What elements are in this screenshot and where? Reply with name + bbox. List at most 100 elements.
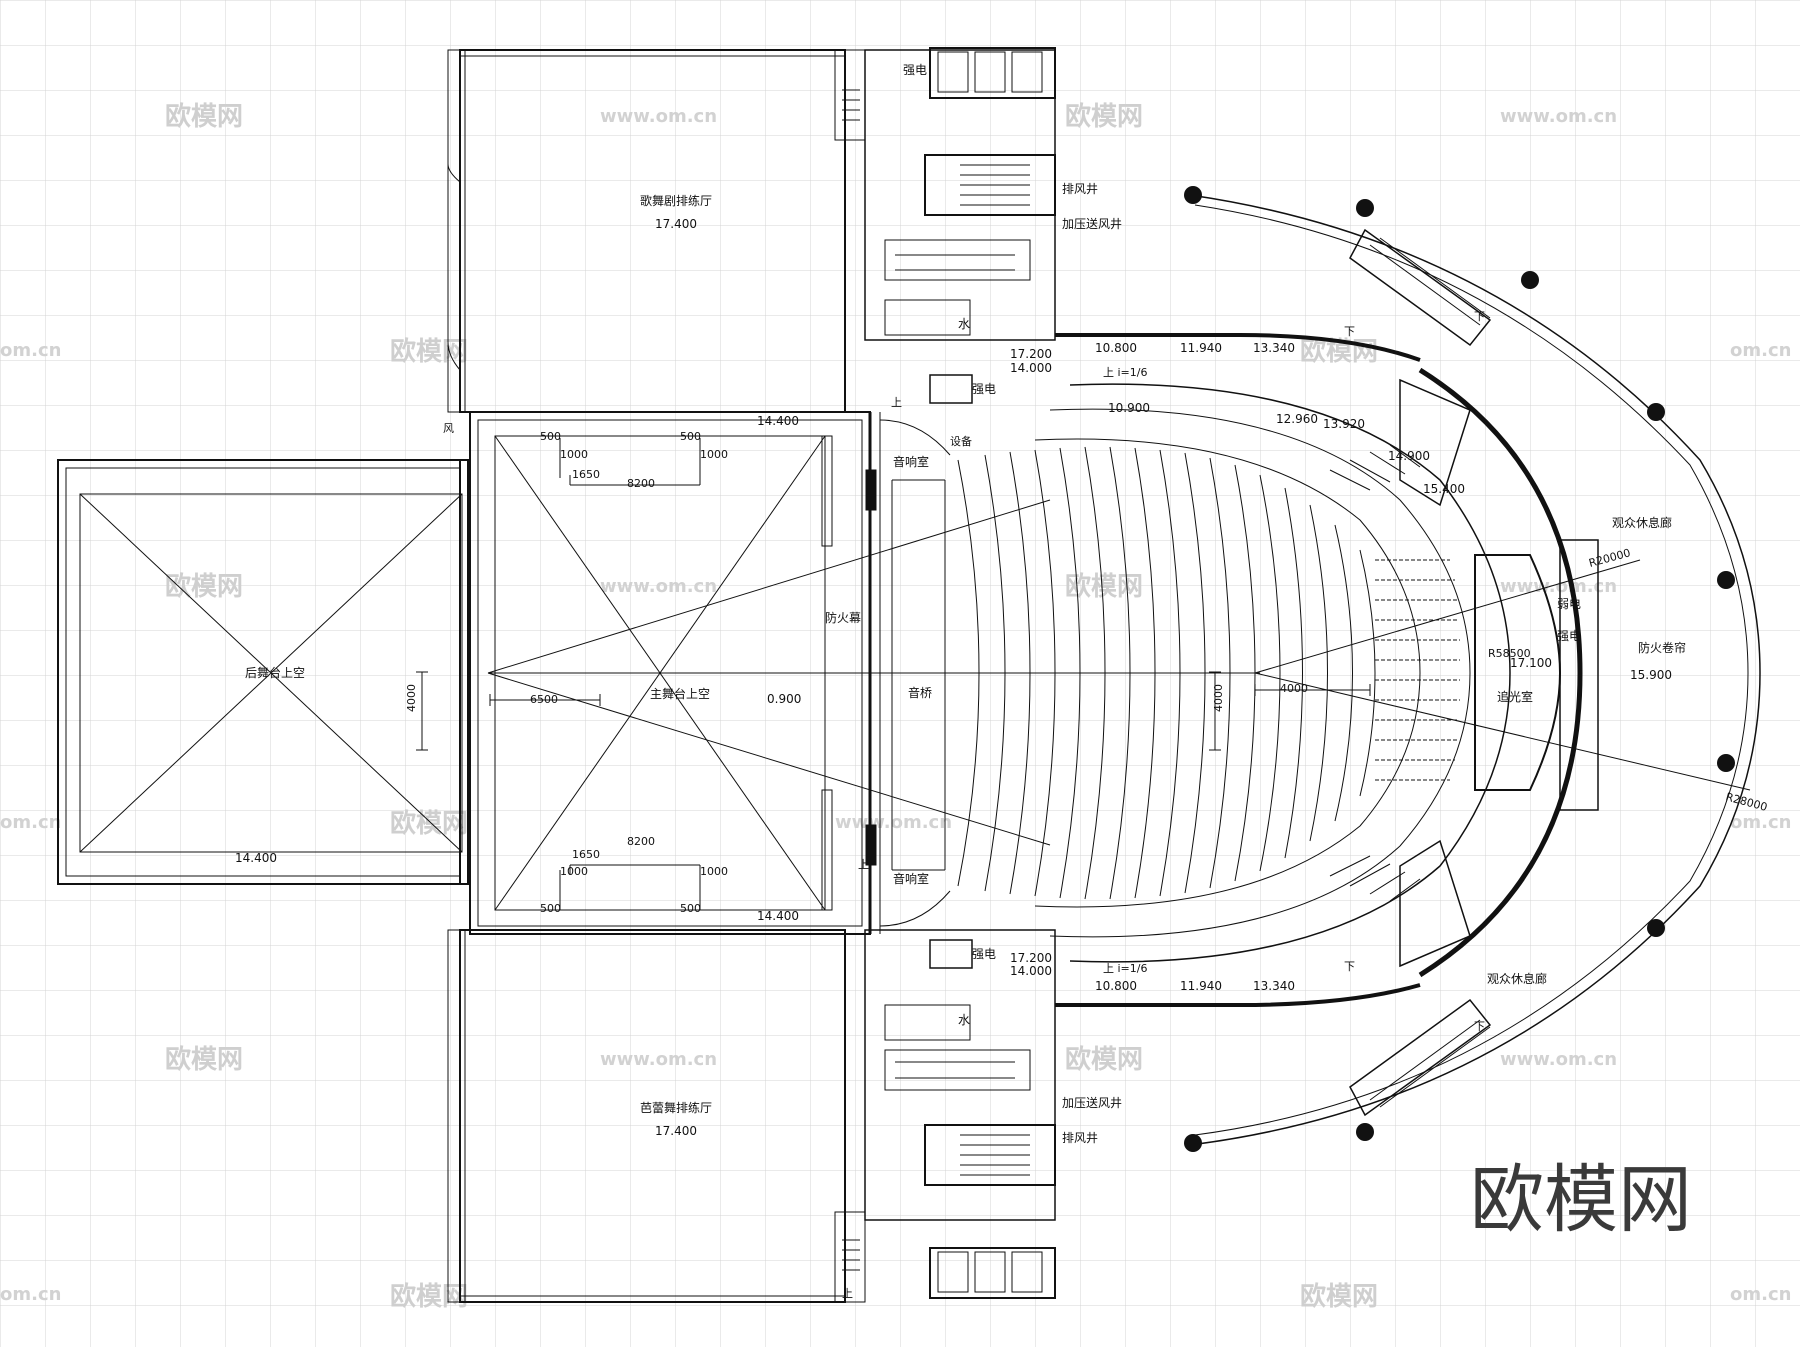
watermark-url: om.cn — [1730, 812, 1791, 833]
dim-1000: 1000 — [560, 448, 588, 461]
level-lower-a: 17.200 — [1010, 951, 1052, 965]
level-balcony-3: 13.340 — [1253, 979, 1295, 993]
watermark-url: om.cn — [0, 812, 61, 833]
down-mark: 下 — [1344, 325, 1355, 338]
level-opera-rehearsal: 17.400 — [655, 217, 697, 231]
room-labels: 歌舞剧排练厅 芭蕾舞排练厅 后舞台上空 主舞台上空 防火幕 音桥 音响室 音响室… — [245, 63, 1686, 1145]
watermark-brand: 欧模网 — [390, 808, 468, 839]
column-dot — [1356, 199, 1374, 217]
watermark-url: om.cn — [1730, 1284, 1791, 1305]
label-sound-room: 音响室 — [893, 871, 929, 886]
watermark-url: www.om.cn — [600, 1049, 717, 1070]
label-fire-shutter: 防火卷帘 — [1638, 640, 1686, 655]
level-main-stage-center: 0.900 — [767, 692, 801, 706]
wind-mark: 风 — [443, 422, 454, 435]
watermark-url: www.om.cn — [1500, 106, 1617, 127]
slope-mark: 上 i=1/6 — [1103, 962, 1147, 975]
level-balcony-3: 13.340 — [1253, 341, 1295, 355]
dim-1000: 1000 — [560, 865, 588, 878]
level-balcony-2: 11.940 — [1180, 341, 1222, 355]
level-upper-b: 14.000 — [1010, 361, 1052, 375]
dim-4000: 4000 — [1280, 682, 1308, 695]
dim-500: 500 — [680, 902, 701, 915]
label-opera-rehearsal: 歌舞剧排练厅 — [640, 193, 712, 208]
device-mark: 设备 — [950, 434, 972, 448]
label-strong-power: 强电 — [972, 947, 996, 961]
label-audience-lounge: 观众休息廊 — [1487, 971, 1547, 986]
label-main-stage: 主舞台上空 — [650, 686, 710, 701]
label-water: 水 — [958, 1013, 970, 1027]
label-exhaust-shaft: 排风井 — [1062, 1131, 1098, 1145]
level-main-stage-top: 14.400 — [757, 414, 799, 428]
dim-1000: 1000 — [700, 448, 728, 461]
level-tier-e: 15.400 — [1423, 482, 1465, 496]
column-dot — [1717, 571, 1735, 589]
auditorium — [879, 333, 1599, 1007]
level-ballet-rehearsal: 17.400 — [655, 1124, 697, 1138]
label-strong-power: 强电 — [903, 63, 927, 77]
level-tier-b: 12.960 — [1276, 412, 1318, 426]
column-dot — [1647, 403, 1665, 421]
label-rear-stage: 后舞台上空 — [245, 665, 305, 680]
dim-500: 500 — [540, 902, 561, 915]
level-balcony-1: 10.800 — [1095, 979, 1137, 993]
watermark-brand: 欧模网 — [165, 571, 243, 602]
down-mark: 下 — [1474, 1020, 1485, 1033]
level-upper-a: 17.200 — [1010, 347, 1052, 361]
down-mark: 下 — [1344, 960, 1355, 973]
watermark-brand: 欧模网 — [1065, 101, 1143, 132]
column-dot — [1184, 1134, 1202, 1152]
label-exhaust-shaft: 排风井 — [1062, 182, 1098, 196]
label-audience-lounge: 观众休息廊 — [1612, 515, 1672, 530]
up-mark: 上 — [891, 396, 902, 409]
column-dot — [1521, 271, 1539, 289]
label-fire-curtain: 防火幕 — [825, 610, 861, 625]
level-rear-stage: 14.400 — [235, 851, 277, 865]
level-tier-c: 13.920 — [1323, 417, 1365, 431]
dim-8200: 8200 — [627, 835, 655, 848]
column-dot — [1647, 919, 1665, 937]
watermark-url: www.om.cn — [600, 106, 717, 127]
down-mark: 下 — [1474, 310, 1485, 323]
label-strong-power: 强电 — [1557, 629, 1581, 643]
radius-58500: R58500 — [1488, 647, 1531, 660]
column-dot — [1717, 754, 1735, 772]
label-pressurized-shaft: 加压送风井 — [1062, 216, 1122, 231]
watermark-url: www.om.cn — [1500, 576, 1617, 597]
annotations: 上 上 上 下 下 下 下 上 i=1/6 上 i=1/6 风 设备 — [443, 310, 1485, 1300]
watermark-url: www.om.cn — [835, 812, 952, 833]
label-pressurized-shaft: 加压送风井 — [1062, 1095, 1122, 1110]
level-followspot: 17.100 — [1510, 656, 1552, 670]
label-water: 水 — [958, 317, 970, 331]
dim-500: 500 — [540, 430, 561, 443]
dim-500: 500 — [680, 430, 701, 443]
dim-6500: 6500 — [530, 693, 558, 706]
watermarks: 欧模网 www.om.cn 欧模网 www.om.cn om.cn 欧模网 欧模… — [0, 101, 1791, 1312]
rear-stage — [57, 459, 471, 885]
dim-8200: 8200 — [627, 477, 655, 490]
level-lounge: 15.900 — [1630, 668, 1672, 682]
label-weak-power: 弱电 — [1557, 597, 1581, 611]
up-mark: 上 — [842, 1287, 853, 1300]
watermark-url: om.cn — [0, 1284, 61, 1305]
label-sound-bridge: 音桥 — [908, 685, 932, 700]
watermark-brand: 欧模网 — [1065, 1044, 1143, 1075]
level-lower-b: 14.000 — [1010, 964, 1052, 978]
dim-1650: 1650 — [572, 468, 600, 481]
watermark-brand: 欧模网 — [390, 336, 468, 367]
watermark-url: www.om.cn — [600, 576, 717, 597]
dim-1650: 1650 — [572, 848, 600, 861]
level-balcony-1: 10.800 — [1095, 341, 1137, 355]
dim-4000: 4000 — [405, 684, 418, 712]
level-balcony-2: 11.940 — [1180, 979, 1222, 993]
level-tier-d: 14.900 — [1388, 449, 1430, 463]
watermark-url: om.cn — [0, 340, 61, 361]
service-core — [864, 47, 1056, 1299]
main-stage — [416, 411, 1260, 935]
column-dot — [1356, 1123, 1374, 1141]
brand-logo-text: 欧模网 — [1470, 1157, 1692, 1243]
lounge-columns — [1184, 186, 1735, 1152]
slope-mark: 上 i=1/6 — [1103, 366, 1147, 379]
level-marks: 17.400 17.400 14.400 14.400 14.400 0.900… — [235, 217, 1672, 1138]
